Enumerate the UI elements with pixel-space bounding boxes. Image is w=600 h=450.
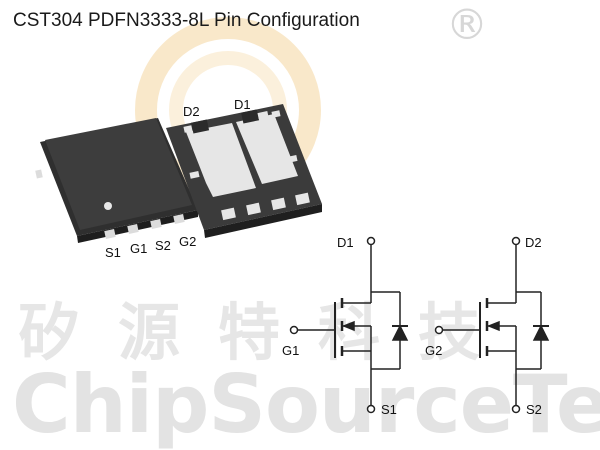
mosfet-2-source-label: S2 xyxy=(526,402,542,417)
mosfet-1-symbol xyxy=(289,236,409,414)
page-title: CST304 PDFN3333-8L Pin Configuration xyxy=(13,10,360,31)
chip-bottom-view xyxy=(166,104,322,238)
chip-top-view xyxy=(35,118,202,243)
pin1-dot xyxy=(104,202,112,210)
lead xyxy=(173,214,185,224)
pin-label-s2: S2 xyxy=(155,238,171,253)
pad xyxy=(221,207,236,221)
pin-label-s1: S1 xyxy=(105,245,121,260)
watermark-english: ChipSourceTek xyxy=(12,358,600,450)
lead xyxy=(127,224,139,234)
drain1-pad xyxy=(236,114,298,184)
lead xyxy=(104,229,116,239)
drain2-pad xyxy=(186,123,256,197)
pin-label-g2: G2 xyxy=(179,234,197,249)
mosfet-2-drain-label: D2 xyxy=(525,235,542,250)
pad xyxy=(295,192,310,206)
mosfet-1-drain-label: D1 xyxy=(337,235,354,250)
registered-mark: ® xyxy=(446,0,488,49)
mosfet-1-gate-label: G1 xyxy=(282,343,300,358)
lead xyxy=(35,169,43,179)
lead xyxy=(150,219,162,229)
mosfet-2-symbol xyxy=(434,236,550,414)
mosfet-1-source-label: S1 xyxy=(381,402,397,417)
mosfet-2-gate-label: G2 xyxy=(425,343,443,358)
pin-label-d2: D2 xyxy=(183,104,200,119)
pad xyxy=(246,202,261,216)
pad xyxy=(271,197,286,211)
pin-label-g1: G1 xyxy=(130,241,148,256)
pin-label-d1: D1 xyxy=(234,97,251,112)
